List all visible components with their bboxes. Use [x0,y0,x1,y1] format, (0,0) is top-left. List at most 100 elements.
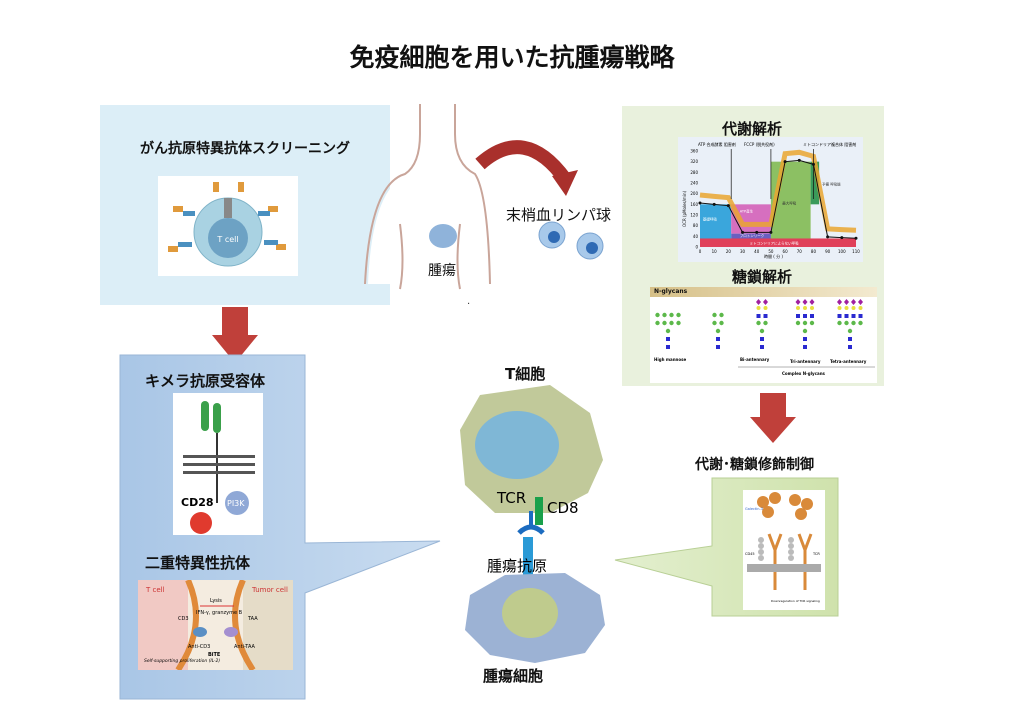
sialic-acid [802,299,808,305]
y-tick-label: 40 [693,234,699,239]
tumor-mass [429,224,457,248]
galectin-image: Galectin-3 CD45 TCR Downregulation of TC… [743,490,825,610]
galectin-tcr-illustration: Galectin-3 CD45 TCR Downregulation of TC… [745,492,821,603]
sialic-acid [795,299,801,305]
svg-text:時間 ( 分 ): 時間 ( 分 ) [764,253,783,259]
glcnac [666,337,670,341]
arrow-down-icon [212,307,258,363]
y-tick-label: 120 [690,213,698,218]
glcnac [848,345,852,349]
metabolism-chart: ATP 合成酵素 阻害剤 FCCP (脱共役剤) ミトコンドリア複合体 阻害剤 … [678,137,863,262]
glcnac [716,337,720,341]
galactose [756,306,761,310]
glcnac [810,314,814,318]
x-tick-label: 100 [838,249,846,254]
bispecific-image: T cell Tumor cell CD3 TAA Lysis IFN-γ, g… [138,580,293,670]
mannose [802,320,808,326]
ocr-point [854,236,858,240]
galactose [858,306,863,310]
glcnac [851,314,856,318]
ocr-point [726,204,730,208]
y-tick-label: 160 [690,202,698,207]
y-tick-label: 280 [690,170,698,175]
svg-text:Lysis: Lysis [210,598,222,604]
galactose [810,306,814,310]
leak-region [731,233,771,239]
mannose [669,312,674,318]
x-tick-label: 70 [797,249,803,254]
svg-text:TCR: TCR [496,489,526,507]
svg-text:腫瘍抗原: 腫瘍抗原 [487,557,547,575]
svg-text:Tetra-antennary: Tetra-antennary [830,359,867,364]
y-tick-label: 240 [690,181,698,186]
non-mito-text: ミトコンドリアによらない呼吸 [750,240,799,245]
screening-image: T cell [158,176,298,276]
svg-text:Anti-CD3: Anti-CD3 [188,644,210,650]
ocr-point [797,158,801,162]
mannose [851,320,856,326]
ocr-chart: ATP 合成酵素 阻害剤 FCCP (脱共役剤) ミトコンドリア複合体 阻害剤 … [682,141,860,259]
control-label: 代謝･糖鎖修飾制御 [695,457,814,473]
glcnac [858,314,863,318]
mannose [719,320,724,326]
y-tick-label: 320 [690,159,698,164]
svg-text:ATP 合成酵素 阻害剤: ATP 合成酵素 阻害剤 [698,141,736,147]
glycan-structures: High mannose Bi-antennary Tri-antennary … [654,299,875,376]
svg-text:Complex N-glycans: Complex N-glycans [782,371,826,376]
basal-text: 基礎呼吸 [703,216,717,221]
sialic-acid [756,299,761,305]
non-mito-region [700,238,856,247]
y-tick-label: 360 [690,149,698,154]
glycan-header: N-glycans [650,287,877,297]
mannose [719,312,724,318]
ocr-point [712,202,716,206]
ocr-point [783,160,787,164]
glcnac [796,314,800,318]
mannose [655,312,660,318]
mannose [756,320,761,326]
mannose [795,320,801,326]
metabolism-label: 代謝解析 [722,120,783,138]
glcnac [756,314,761,318]
sialic-acid [837,299,842,305]
galactose [803,306,807,310]
ocr-point [826,235,830,239]
galactose [796,306,800,310]
svg-text:CD45: CD45 [745,552,755,556]
x-tick-label: 90 [825,249,831,254]
svg-text:IFN-γ, granzyme B: IFN-γ, granzyme B [196,610,243,616]
sialic-acid [809,299,815,305]
ocr-point [840,236,844,240]
x-tick-label: 80 [811,249,817,254]
t-cell-antibody-illustration: T cell [168,182,286,267]
glcnac [848,337,852,341]
glcnac [803,314,807,318]
sialic-acid [763,299,768,305]
tumor-label: 腫瘍 [428,263,456,279]
mannose [665,328,671,334]
mannose [712,320,717,326]
mannose [759,328,765,334]
x-tick-label: 50 [768,249,774,254]
glcnac [716,345,720,349]
glcnac [844,314,849,318]
svg-text:Galectin-3: Galectin-3 [745,507,763,511]
t-cell-label: T細胞 [505,365,546,383]
human-body-illustration: . [364,104,578,304]
sialic-acid [851,299,856,305]
svg-text:Downregulation of TCR signalin: Downregulation of TCR signaling [771,599,820,603]
bispecific-label: 二重特異性抗体 [145,554,251,572]
lymphocyte-label: 末梢血リンパ球 [506,206,612,224]
mannose [662,312,667,318]
svg-text:BiTE: BiTE [208,652,221,658]
mannose [662,320,667,326]
x-tick-label: 40 [754,249,760,254]
svg-text:OCR (pMoles/min): OCR (pMoles/min) [682,190,687,227]
glcnac [760,337,764,341]
svg-text:ミトコンドリア複合体 阻害剤: ミトコンドリア複合体 阻害剤 [803,141,856,147]
svg-text:Tumor cell: Tumor cell [251,586,288,594]
sialic-acid [844,299,849,305]
svg-text:FCCP (脱共役剤): FCCP (脱共役剤) [744,141,775,147]
galactose [851,306,856,310]
x-tick-label: 10 [712,249,718,254]
